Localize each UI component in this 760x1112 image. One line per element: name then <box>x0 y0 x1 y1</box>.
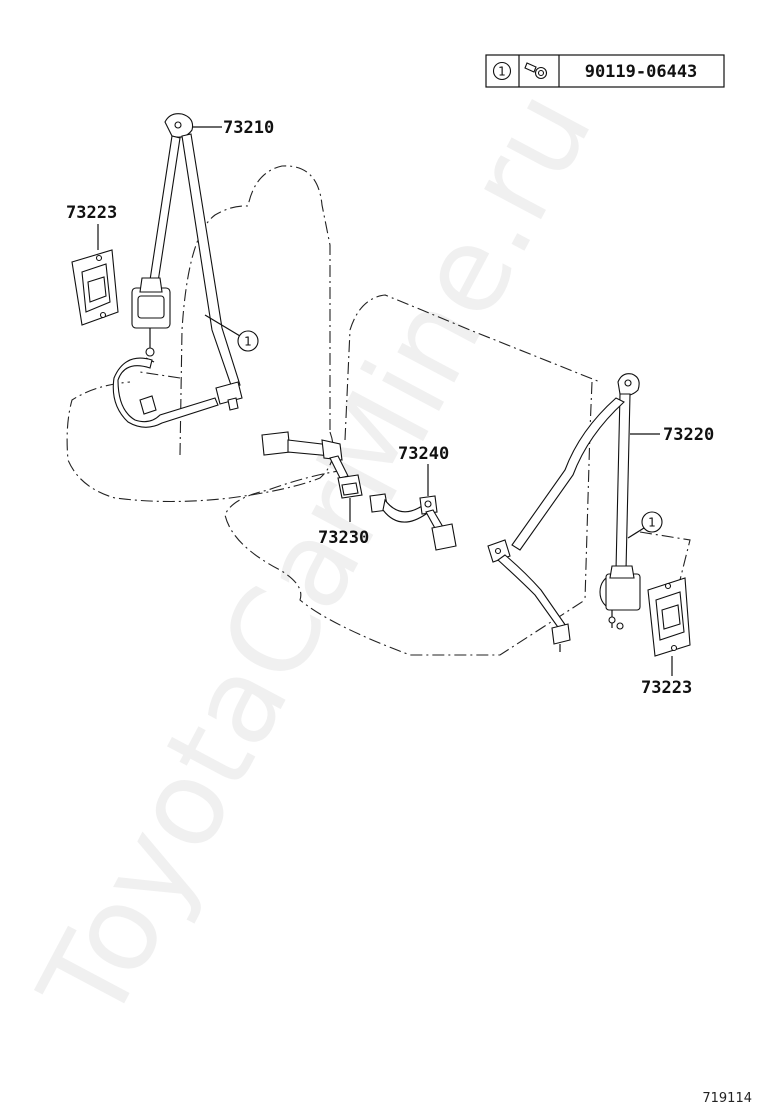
ref-label-left: 1 <box>244 335 252 349</box>
center-buckle-73230 <box>261 431 363 522</box>
right-retractor-cover <box>647 577 691 676</box>
legend-part-number: 90119-06443 <box>585 62 698 82</box>
bolt-icon <box>524 62 548 80</box>
legend-box: 1 90119-06443 <box>485 54 725 88</box>
left-retractor <box>131 277 171 363</box>
ref-circle-right <box>641 511 663 533</box>
ref-circle-left <box>237 330 259 352</box>
center-lap-belt-73240 <box>369 464 457 551</box>
right-seat-belt: 1 <box>487 373 663 652</box>
callout-73223-left: 73223 <box>66 203 117 223</box>
callout-73223-right: 73223 <box>641 678 692 698</box>
left-seat-belt: 1 <box>112 113 259 428</box>
ref-label-right: 1 <box>648 516 656 530</box>
callout-73220: 73220 <box>663 425 714 445</box>
right-retractor <box>599 565 641 630</box>
left-retractor-cover <box>71 224 119 326</box>
left-seat-outline <box>66 165 334 503</box>
callout-73230: 73230 <box>318 528 369 548</box>
legend-ref-number: 1 <box>498 65 506 79</box>
diagram-id: 719114 <box>702 1091 752 1106</box>
callout-73240: 73240 <box>398 444 449 464</box>
callout-73210: 73210 <box>223 118 274 138</box>
ref-circle <box>492 61 512 81</box>
